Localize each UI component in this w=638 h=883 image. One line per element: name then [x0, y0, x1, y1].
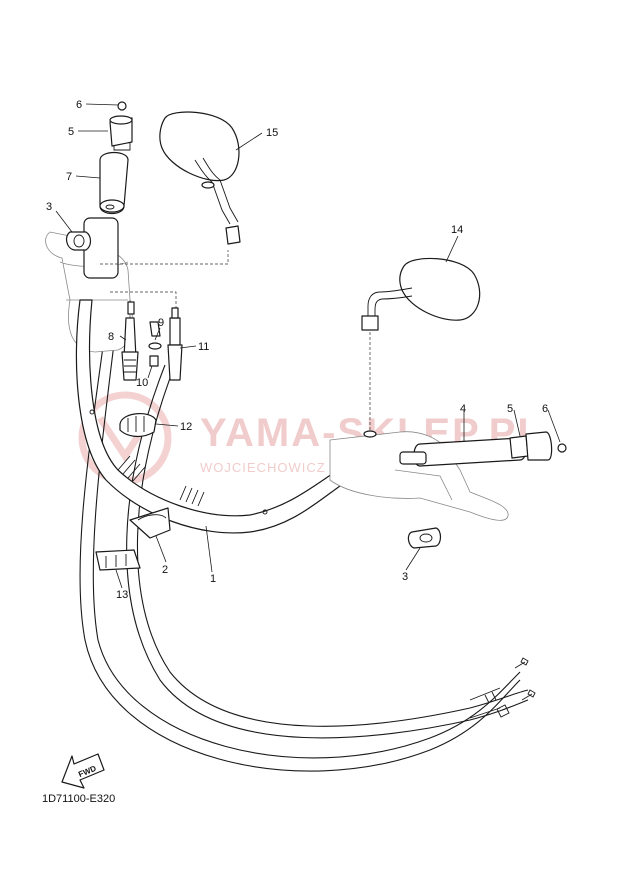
cable-adjusters	[100, 250, 229, 381]
clamp-2	[129, 507, 171, 539]
left-bar-end	[109, 101, 133, 151]
diagram-code: 1D71100-E320	[42, 793, 115, 805]
callout-2: 2	[162, 564, 168, 576]
callouts: 6 5 7 3 15 14 8 9 11 10 12 4 5 6 3 1 2 1…	[46, 99, 548, 601]
callout-11: 11	[198, 341, 209, 353]
mirror-left	[159, 111, 241, 245]
screw-6-right	[557, 443, 567, 453]
right-lever-housing	[329, 431, 509, 521]
callout-13: 13	[116, 589, 128, 601]
cable-guide-13	[95, 549, 141, 571]
callout-5-right: 5	[507, 403, 513, 415]
clamp-left	[65, 231, 92, 251]
callout-8: 8	[108, 331, 114, 343]
right-grip	[399, 437, 527, 467]
mirror-right	[361, 257, 481, 438]
left-grip	[83, 151, 129, 279]
callout-6-right: 6	[542, 403, 548, 415]
callout-6-left: 6	[76, 99, 82, 111]
leader-lines	[55, 103, 561, 589]
callout-10: 10	[136, 377, 148, 389]
callout-1: 1	[210, 573, 216, 585]
cable-guide-12	[119, 413, 157, 438]
right-bar-end	[509, 431, 567, 461]
callout-7: 7	[66, 171, 72, 183]
callout-12: 12	[180, 421, 192, 433]
clamp-right	[407, 527, 442, 549]
callout-14: 14	[451, 224, 463, 236]
callout-4: 4	[460, 403, 466, 415]
callout-5-left: 5	[68, 126, 74, 138]
callout-9: 9	[158, 317, 164, 329]
screw-6-left	[117, 101, 127, 111]
callout-3-left: 3	[46, 201, 52, 213]
callout-3-right: 3	[402, 571, 408, 583]
forward-arrow: FWD	[61, 753, 105, 789]
callout-15: 15	[266, 127, 278, 139]
